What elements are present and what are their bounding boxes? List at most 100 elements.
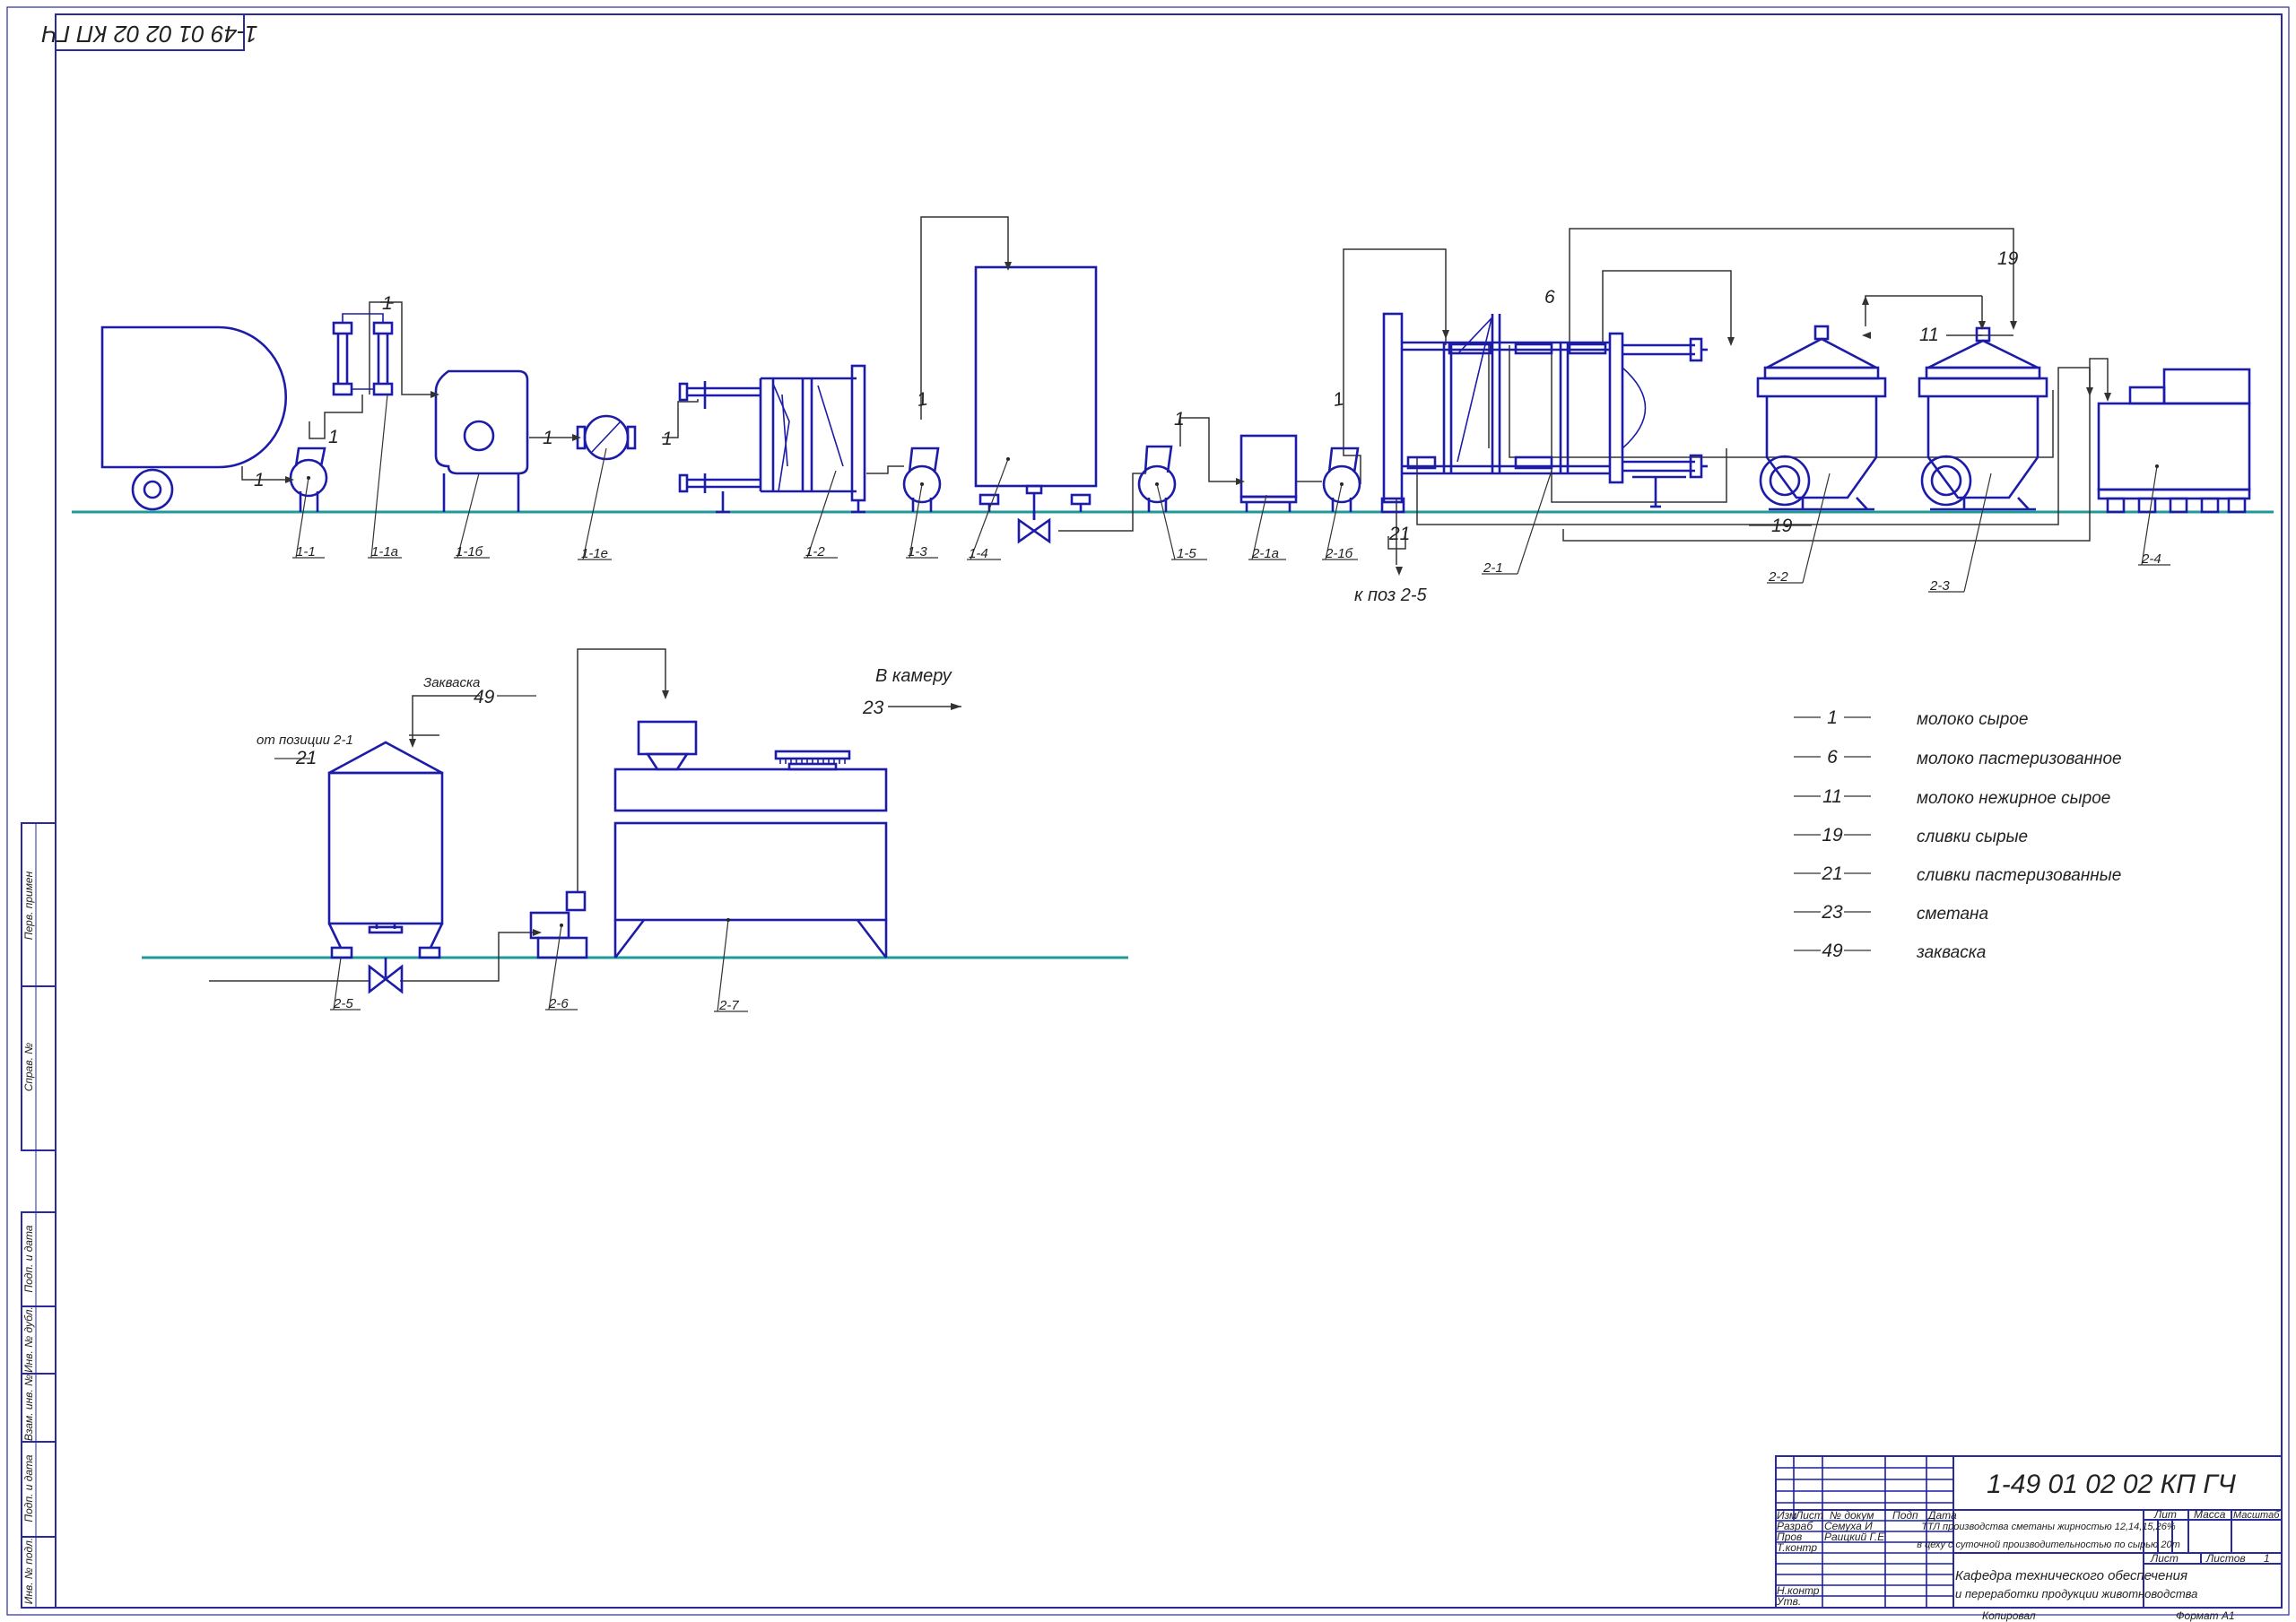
flow-numbers: 1 1 1 1 1 1 1 1 21 6 11 19 19 к поз 2-5 … bbox=[254, 248, 2019, 768]
top-code-box: 1-49 01 02 02 КП ГЧ bbox=[41, 13, 257, 51]
side-inv-podl: Инв. № подл. bbox=[22, 1538, 35, 1604]
label-2-5: 2-5 bbox=[333, 996, 353, 1011]
flow-6: 6 bbox=[1544, 287, 1555, 308]
flow-1-e: 1 bbox=[662, 429, 673, 449]
label-1-4: 1-4 bbox=[969, 546, 988, 561]
label-2-1a: 2-1а bbox=[1251, 546, 1279, 561]
flow-1-d: 1 bbox=[543, 428, 553, 448]
stamp-format: Формат А1 bbox=[2176, 1609, 2235, 1622]
legend-code-1: 1 bbox=[1827, 707, 1838, 728]
side-stamp: Перв. примен Справ. № Подп. и дата Инв. … bbox=[21, 822, 57, 1609]
legend-text-49: закваска bbox=[1916, 943, 1986, 962]
flow-21: 21 bbox=[1388, 524, 1410, 544]
legend-code-6: 6 bbox=[1827, 747, 1838, 768]
side-perv-primen: Перв. примен bbox=[22, 871, 35, 940]
stamp-row-nkontr: Н.контр bbox=[1777, 1584, 1820, 1597]
flow-1-f: 1 bbox=[916, 388, 930, 411]
label-2-4: 2-4 bbox=[2141, 551, 2161, 567]
side-inv-dubl: Инв. № дубл. bbox=[22, 1306, 35, 1373]
flow-1-h: 1 bbox=[1332, 388, 1346, 411]
milk-tanker bbox=[100, 325, 288, 511]
fermenter-2-5 bbox=[327, 741, 444, 994]
position-labels: 1-1 1-1а 1-1б 1-1е 1-2 1-3 1-4 1-5 2-1а … bbox=[296, 544, 2161, 1013]
stamp-massa: Масса bbox=[2194, 1508, 2226, 1521]
leader-lines bbox=[274, 394, 2170, 1012]
label-1-1a: 1-1а bbox=[371, 544, 398, 559]
stamp-org-2: и переработки продукции животноводства bbox=[1955, 1587, 2197, 1600]
label-2-3: 2-3 bbox=[1929, 578, 1950, 594]
stamp-col-sign: Подп bbox=[1892, 1509, 1918, 1522]
stamp-col-date: Дата bbox=[1926, 1509, 1957, 1522]
packaging-2-7 bbox=[613, 720, 888, 958]
storage-tank-1-4 bbox=[974, 265, 1098, 544]
flow-1-g: 1 bbox=[1174, 409, 1185, 429]
label-2-1b: 2-1б bbox=[1325, 546, 1353, 561]
stamp-list: Лист bbox=[2150, 1552, 2179, 1565]
to-chamber: В камеру bbox=[875, 666, 952, 686]
from-pos-2-1: от позиции 2-1 bbox=[257, 733, 353, 748]
side-podp-data-2: Подп. и дата bbox=[22, 1454, 35, 1522]
drawing-frame bbox=[6, 6, 2290, 1616]
flow-49: 49 bbox=[474, 687, 495, 707]
side-vzam-inv: Взам. инв. № bbox=[22, 1375, 35, 1441]
stamp-title-1: ТТЛ производства сметаны жирностью 12,14… bbox=[1921, 1522, 2175, 1532]
flow-1-b: 1 bbox=[328, 427, 339, 447]
pipelines-lower bbox=[209, 648, 666, 982]
stamp-prov-name: Раицкий Г.Е bbox=[1824, 1531, 1885, 1543]
legend-text-21: сливки пастеризованные bbox=[1917, 866, 2121, 885]
title-block: 1-49 01 02 02 КП ГЧ ТТЛ производства сме… bbox=[1775, 1455, 2283, 1622]
tank-2-1a bbox=[1239, 434, 1298, 512]
stamp-listov-value: 1 bbox=[2264, 1552, 2270, 1565]
legend-text-19: сливки сырые bbox=[1917, 828, 2028, 846]
legend-code-49: 49 bbox=[1822, 941, 1843, 961]
legend-code-23: 23 bbox=[1821, 902, 1843, 923]
label-1-5: 1-5 bbox=[1177, 546, 1196, 561]
stamp-org-1: Кафедра технического обеспечения bbox=[1955, 1568, 2187, 1583]
top-code-text: 1-49 01 02 02 КП ГЧ bbox=[41, 21, 257, 48]
flow-19-a: 19 bbox=[1997, 248, 2019, 269]
filters-1-1a bbox=[332, 313, 394, 396]
stamp-col-list: Лист bbox=[1795, 1509, 1823, 1522]
stamp-row-tkontr: Т.контр bbox=[1777, 1541, 1817, 1554]
flow-1-c: 1 bbox=[382, 293, 393, 314]
arrows bbox=[285, 262, 2111, 936]
stamp-row-prov: Пров bbox=[1777, 1531, 1802, 1543]
stamp-code: 1-49 01 02 02 КП ГЧ bbox=[1987, 1470, 2237, 1499]
label-2-6: 2-6 bbox=[548, 996, 569, 1011]
pasteurizer-2-1 bbox=[1380, 312, 1708, 514]
legend-text-23: сметана bbox=[1917, 905, 1988, 924]
pump-1-1 bbox=[289, 447, 328, 512]
stamp-lit: Лит bbox=[2153, 1508, 2177, 1521]
flow-23: 23 bbox=[862, 698, 884, 718]
separator-2-2 bbox=[1756, 325, 1887, 511]
legend-text-6: молоко пастеризованное bbox=[1917, 750, 2122, 768]
pump-2-1b bbox=[1322, 447, 1361, 512]
stamp-row-utv: Утв. bbox=[1776, 1595, 1801, 1608]
plate-unit-1-2 bbox=[678, 364, 866, 514]
flow-1-a: 1 bbox=[254, 470, 265, 490]
starter-label: Закваска bbox=[423, 675, 480, 690]
stamp-title-2: в цеху с суточной производительностью по… bbox=[1917, 1540, 2180, 1550]
stamp-razrab-name: Семуха И bbox=[1824, 1520, 1873, 1532]
flow-21-lower: 21 bbox=[295, 748, 317, 768]
stamp-col-izm: Изм bbox=[1777, 1509, 1796, 1522]
tank-2-4 bbox=[2097, 368, 2251, 514]
stamp-listov: Листов bbox=[2205, 1552, 2246, 1565]
label-2-1: 2-1 bbox=[1483, 560, 1503, 576]
stamp-row-razrab: Разраб bbox=[1777, 1520, 1813, 1532]
separator-2-3 bbox=[1918, 326, 2048, 511]
label-1-3: 1-3 bbox=[908, 544, 927, 559]
label-2-2: 2-2 bbox=[1768, 569, 1788, 585]
side-podp-data-1: Подп. и дата bbox=[22, 1225, 35, 1292]
flow-11: 11 bbox=[1919, 325, 1939, 345]
legend: 1 молоко сырое 6 молоко пастеризованное … bbox=[1821, 707, 2121, 962]
tank-1-1b bbox=[434, 369, 529, 512]
flowmeter-1-1e bbox=[576, 414, 637, 461]
stamp-col-doc: № докум bbox=[1830, 1509, 1874, 1522]
stamp-masshtab: Масштаб bbox=[2233, 1510, 2280, 1521]
legend-text-11: молоко нежирное сырое bbox=[1917, 789, 2110, 808]
label-2-7: 2-7 bbox=[718, 998, 739, 1013]
flow-19-b: 19 bbox=[1771, 516, 1793, 536]
to-pos-2-5: к поз 2-5 bbox=[1354, 585, 1428, 605]
